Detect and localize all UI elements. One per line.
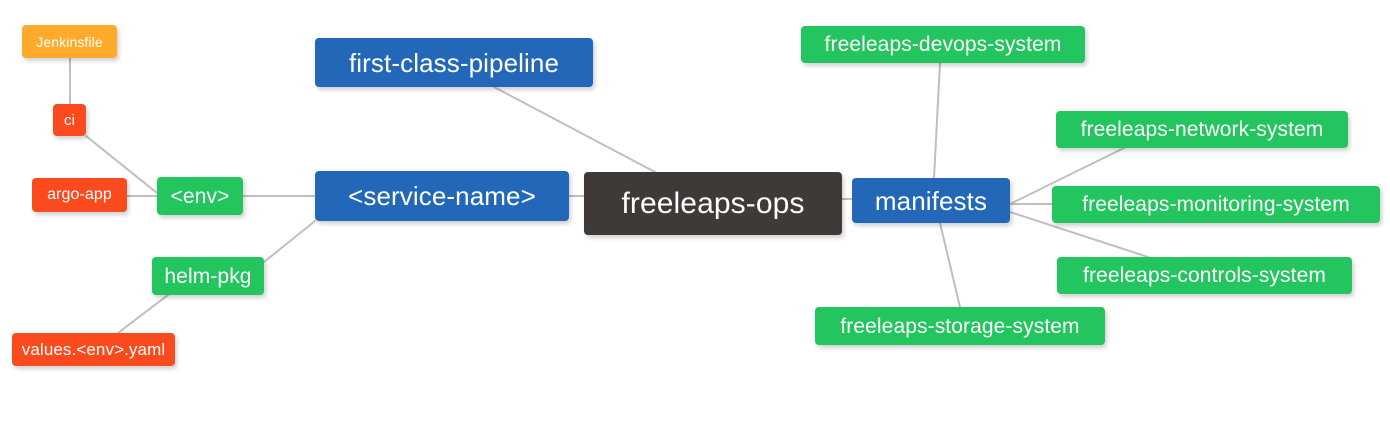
- mindmap-node-freeleaps-controls-system[interactable]: freeleaps-controls-system: [1057, 257, 1352, 294]
- mindmap-node-first-class-pipeline[interactable]: first-class-pipeline: [315, 38, 593, 87]
- edge-service-name-to-helm-pkg: [263, 220, 316, 263]
- mindmap-node-helm-pkg[interactable]: helm-pkg: [152, 257, 264, 295]
- edge-helm-pkg-to-values-env-yaml: [117, 294, 169, 334]
- mindmap-node-service-name[interactable]: <service-name>: [315, 171, 569, 221]
- mindmap-node-jenkinsfile[interactable]: Jenkinsfile: [22, 25, 117, 58]
- mindmap-node-freeleaps-network-system[interactable]: freeleaps-network-system: [1056, 111, 1348, 148]
- mindmap-node-argo-app[interactable]: argo-app: [32, 178, 127, 212]
- mindmap-node-freeleaps-monitoring-system[interactable]: freeleaps-monitoring-system: [1052, 186, 1380, 223]
- edge-manifests-to-freeleaps-storage-system: [939, 222, 961, 308]
- mindmap-node-freeleaps-storage-system[interactable]: freeleaps-storage-system: [815, 307, 1105, 345]
- edge-first-class-pipeline-to-freeleaps-ops: [493, 86, 656, 173]
- mindmap-node-freeleaps-devops-system[interactable]: freeleaps-devops-system: [801, 26, 1085, 63]
- mindmap-node-values-env-yaml[interactable]: values.<env>.yaml: [12, 333, 175, 366]
- mindmap-node-manifests[interactable]: manifests: [852, 178, 1010, 223]
- mindmap-node-freeleaps-ops[interactable]: freeleaps-ops: [584, 172, 842, 235]
- mindmap-node-env[interactable]: <env>: [157, 177, 243, 215]
- mindmap-node-ci[interactable]: ci: [53, 104, 86, 136]
- edge-manifests-to-freeleaps-devops-system: [933, 62, 941, 179]
